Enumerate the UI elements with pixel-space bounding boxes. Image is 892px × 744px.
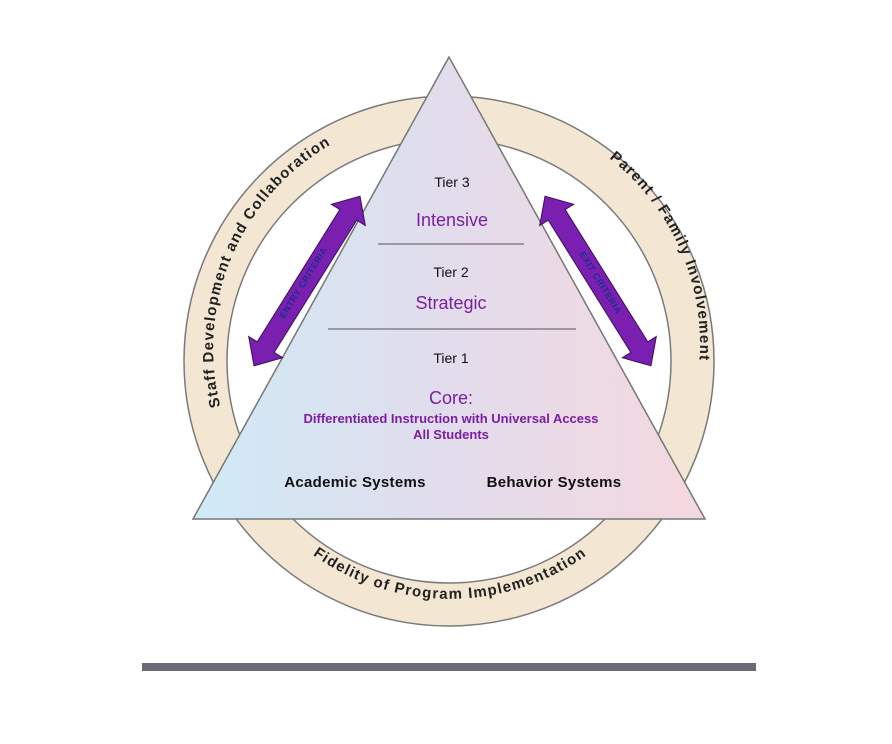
academic-systems-label: Academic Systems [284, 474, 426, 491]
tier3-name: Intensive [416, 210, 488, 230]
tier3-label: Tier 3 [434, 174, 469, 190]
tier-pyramid [191, 55, 707, 520]
behavior-systems-label: Behavior Systems [487, 474, 622, 491]
tier2-name: Strategic [415, 293, 486, 313]
footer-divider-bar [142, 663, 756, 671]
tier1-name: Core: [429, 388, 473, 408]
tier1-label: Tier 1 [433, 350, 468, 366]
entry-criteria-arrow-icon [248, 195, 366, 367]
tier1-audience: All Students [413, 427, 489, 442]
exit-criteria-arrow-icon [539, 195, 657, 367]
tier2-label: Tier 2 [433, 264, 468, 280]
tier1-description: Differentiated Instruction with Universa… [304, 411, 599, 426]
